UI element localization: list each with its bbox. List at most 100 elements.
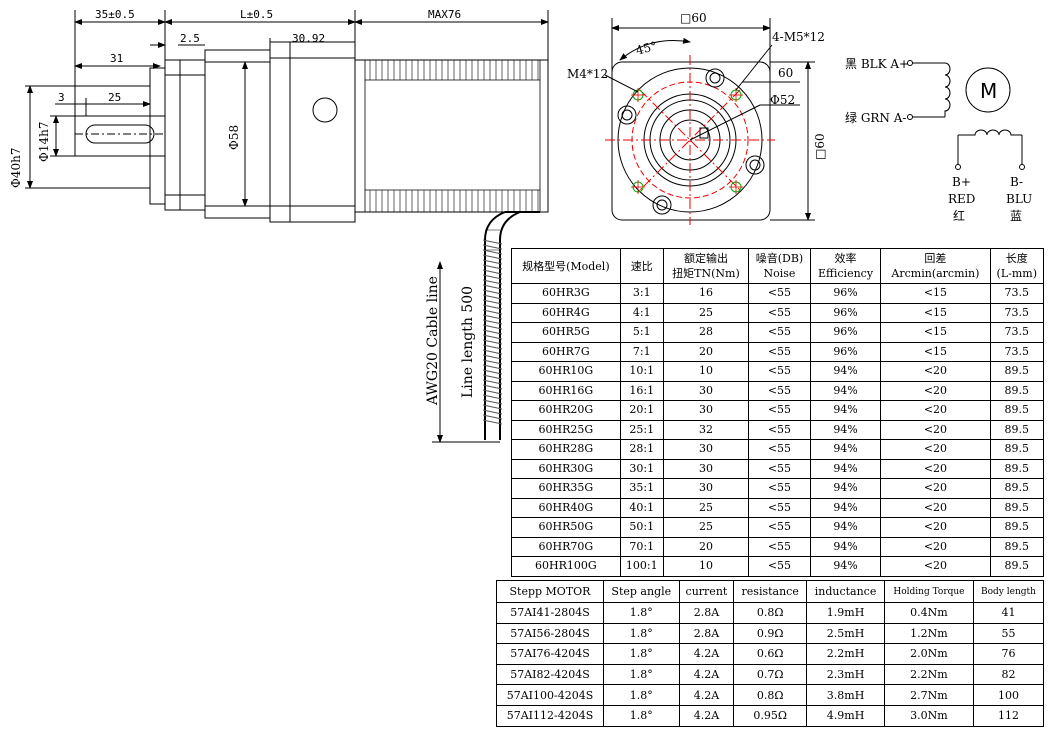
table-cell: <20: [880, 419, 991, 440]
table-cell: 16:1: [619, 380, 664, 401]
table-cell: <20: [880, 478, 991, 499]
dim-3: 3: [58, 91, 65, 104]
table-cell: 60HR50G: [511, 517, 621, 538]
table-cell: 60HR4G: [511, 302, 621, 323]
cable-type-label: AWG20 Cable line: [425, 276, 441, 406]
table-cell: 100:1: [619, 556, 664, 577]
table-cell: 89.5: [989, 400, 1045, 421]
table-cell: 94%: [809, 400, 882, 421]
gear-table-header: 规格型号(Model) 速比 额定输出扭矩TN(Nm) 噪音(DB)Noise …: [511, 248, 1045, 284]
table-cell: 16: [662, 283, 750, 304]
table-cell: 94%: [809, 439, 882, 460]
table-cell: 28:1: [619, 439, 664, 460]
table-cell: <20: [880, 439, 991, 460]
table-cell: 25: [662, 517, 750, 538]
table-cell: 73.5: [989, 322, 1045, 343]
table-cell: 73.5: [989, 341, 1045, 362]
dim-2-5: 2.5: [180, 32, 200, 45]
table-cell: 55: [972, 622, 1045, 645]
table-cell: <20: [880, 536, 991, 557]
angle-45: 45°: [634, 39, 658, 58]
table-cell: <20: [880, 361, 991, 382]
header-model: 规格型号(Model): [511, 248, 621, 284]
header-ratio: 速比: [619, 248, 664, 284]
table-cell: 60HR5G: [511, 322, 621, 343]
side-view-labels: 35±0.5 L±0.5 MAX76 2.5 30.92 31 3 25 Φ40…: [9, 8, 476, 406]
table-cell: 94%: [809, 536, 882, 557]
table-cell: 89.5: [989, 478, 1045, 499]
table-cell: 32: [662, 419, 750, 440]
header-torque: 额定输出扭矩TN(Nm): [662, 248, 750, 284]
table-cell: 2.2Nm: [883, 663, 974, 686]
motor-table-header: Stepp MOTOR Step angle current resistanc…: [496, 580, 1045, 603]
table-cell: 20:1: [619, 400, 664, 421]
table-cell: 30:1: [619, 458, 664, 479]
dim-phi40: Φ40h7: [9, 148, 23, 188]
table-cell: 96%: [809, 322, 882, 343]
table-cell: 100: [972, 684, 1045, 706]
header-resistance: resistance: [733, 580, 808, 603]
table-cell: 2.0Nm: [883, 643, 974, 665]
table-cell: 89.5: [989, 361, 1045, 382]
b-plus-cn: 红: [953, 208, 965, 223]
table-cell: 89.5: [989, 380, 1045, 401]
dim-31: 31: [110, 52, 123, 65]
table-cell: 94%: [809, 419, 882, 440]
table-cell: 89.5: [989, 556, 1045, 577]
table-cell: 3.8mH: [806, 684, 885, 706]
table-cell: 2.7Nm: [883, 684, 974, 706]
table-cell: 89.5: [989, 439, 1045, 460]
table-cell: 60HR7G: [511, 341, 621, 362]
table-cell: 60HR100G: [511, 556, 621, 577]
table-cell: 1.8°: [602, 622, 680, 645]
table-cell: <20: [880, 458, 991, 479]
table-cell: 57AI112-4204S: [496, 704, 604, 727]
header-current: current: [678, 580, 735, 603]
b-minus-label: B-: [1010, 175, 1023, 189]
table-cell: 1.8°: [602, 663, 680, 686]
table-cell: 89.5: [989, 517, 1045, 538]
b-minus-cn: 蓝: [1010, 209, 1022, 223]
phase-a-minus: 绿 GRN A-: [845, 110, 906, 125]
b-plus-color: RED: [948, 192, 975, 206]
dim-phi14: Φ14h7: [37, 122, 51, 162]
table-cell: <55: [748, 556, 811, 577]
table-cell: 4.2A: [678, 643, 735, 665]
table-cell: 60HR16G: [511, 380, 621, 401]
table-cell: <55: [748, 439, 811, 460]
table-cell: 76: [972, 643, 1045, 665]
table-cell: 30: [662, 400, 750, 421]
table-cell: 60HR35G: [511, 478, 621, 499]
table-cell: <55: [748, 517, 811, 538]
table-cell: <15: [880, 322, 991, 343]
table-cell: <55: [748, 322, 811, 343]
table-cell: 57AI56-2804S: [496, 622, 604, 645]
table-cell: 89.5: [989, 497, 1045, 518]
header-step-angle: Step angle: [602, 580, 680, 603]
table-cell: 2.2mH: [806, 643, 885, 665]
table-cell: 89.5: [989, 419, 1045, 440]
dim-35: 35±0.5: [95, 8, 135, 21]
table-cell: <55: [748, 380, 811, 401]
table-cell: 4:1: [619, 302, 664, 323]
dim-max76: MAX76: [428, 8, 461, 21]
table-cell: 1.8°: [602, 684, 680, 706]
dim-25: 25: [108, 91, 121, 104]
table-cell: <55: [748, 458, 811, 479]
table-cell: 94%: [809, 556, 882, 577]
table-cell: 0.4Nm: [883, 602, 974, 624]
table-cell: 82: [972, 663, 1045, 686]
table-cell: 1.8°: [602, 602, 680, 624]
